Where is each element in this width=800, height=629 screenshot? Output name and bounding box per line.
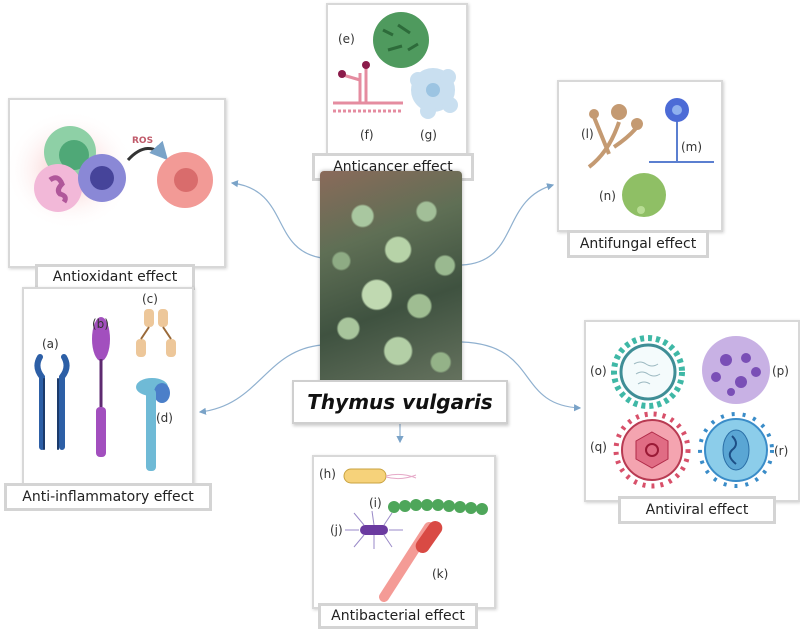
anticancer-panel: (e) (f) (g): [326, 3, 468, 155]
arrow-to-antioxidant: [230, 180, 323, 259]
antiviral-illustration: [611, 335, 774, 489]
label-i: (i): [369, 496, 382, 510]
spore-icon: [622, 173, 666, 217]
coronavirus-icon: [702, 336, 770, 404]
label-k: (k): [432, 567, 449, 581]
anti-inflammatory-caption: Anti-inflammatory effect: [4, 483, 212, 511]
label-r: (r): [774, 444, 789, 458]
bacillus-icon: [343, 468, 387, 484]
label-c: (c): [142, 292, 158, 306]
label-m: (m): [681, 140, 703, 154]
cytokine-icon: [92, 317, 110, 457]
label-p: (p): [772, 364, 789, 378]
label-g: (g): [420, 128, 437, 142]
label-o: (o): [590, 364, 607, 378]
antifungal-panel: (l) (m) (n): [557, 80, 723, 232]
arrow-to-antifungal: [461, 183, 555, 266]
mold-icon: [587, 116, 639, 169]
tlr-receptor-icon: [136, 378, 170, 471]
label-e: (e): [338, 32, 355, 46]
label-h: (h): [319, 467, 336, 481]
anti-inflammatory-panel: (a) (b) (c) (d): [22, 287, 194, 485]
arrow-to-anti-inflammatory: [198, 344, 323, 415]
ros-arrow-icon: [126, 140, 169, 162]
neuron-icon: [333, 67, 403, 113]
antibacterial-illustration: [343, 468, 488, 602]
antifungal-caption: Antifungal effect: [567, 230, 709, 258]
anticancer-illustration: [333, 12, 458, 119]
label-b: (b): [92, 317, 109, 331]
receptor-dimer-icon: [34, 354, 70, 450]
center-title-box: Thymus vulgaris: [292, 380, 508, 424]
arrow-to-antiviral: [461, 341, 582, 412]
rod-bacterium-icon: [379, 520, 443, 602]
anti-inflammatory-illustration: [34, 309, 176, 471]
label-a: (a): [42, 337, 59, 351]
antifungal-illustration: [587, 98, 714, 217]
enveloped-virus-icon: [611, 335, 685, 409]
center-title: Thymus vulgaris: [307, 390, 493, 414]
label-l: (l): [581, 127, 594, 141]
antiviral-panel: (o) (p) (q) (r): [584, 320, 800, 502]
ros-label: ROS: [132, 136, 154, 146]
spiky-cell-icon: [78, 154, 126, 202]
antibacterial-panel: (h) (i) (j) (k): [312, 455, 496, 609]
antibody-icon: [136, 309, 176, 357]
blue-cluster-icon: [410, 68, 458, 119]
aspergillus-icon: [649, 98, 714, 163]
antioxidant-illustration: [5, 110, 213, 230]
antioxidant-panel: ROS: [5, 98, 226, 268]
label-q: (q): [590, 440, 607, 454]
label-d: (d): [156, 411, 173, 425]
herpes-virus-icon: [613, 411, 691, 489]
antioxidant-caption: Antioxidant effect: [35, 264, 195, 290]
label-j: (j): [330, 523, 343, 537]
streptococcus-icon: [388, 499, 488, 515]
flagellated-bacterium-icon: [345, 510, 403, 549]
green-tumor-icon: [373, 12, 429, 68]
label-f: (f): [360, 128, 374, 142]
antiviral-caption: Antiviral effect: [618, 496, 776, 524]
hiv-virus-icon: [698, 412, 774, 488]
antibacterial-caption: Antibacterial effect: [318, 603, 478, 629]
label-n: (n): [599, 189, 616, 203]
thymus-plant-photo: [320, 171, 462, 396]
